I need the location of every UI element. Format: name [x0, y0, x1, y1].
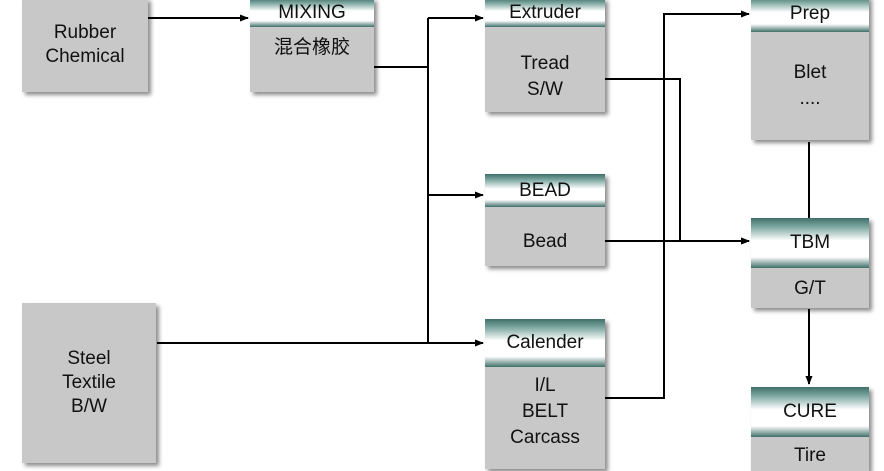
- extruder-header: Extruder: [485, 0, 605, 27]
- steel-textile-box: Steel Textile B/W: [22, 303, 156, 463]
- tbm-box: TBM G/T: [751, 218, 869, 308]
- calender-header: Calender: [485, 319, 605, 367]
- arrow-extruder-to-tbm: [604, 78, 750, 245]
- mixing-body: 混合橡胶: [273, 37, 350, 58]
- rubber-chemical-box: Rubber Chemical: [22, 0, 148, 92]
- bead-body: Bead: [522, 231, 568, 252]
- mixing-header: MIXING: [250, 0, 374, 27]
- bead-header: BEAD: [485, 174, 605, 207]
- calender-box: Calender I/L BELT Carcass: [485, 319, 605, 469]
- prep-header: Prep: [751, 0, 869, 32]
- prep-box: Prep Blet ....: [751, 0, 869, 140]
- cure-header: CURE: [751, 387, 869, 437]
- extruder-body: Tread S/W: [520, 53, 570, 100]
- tbm-header: TBM: [751, 218, 869, 268]
- tbm-body: G/T: [794, 278, 826, 299]
- prep-body: Blet ....: [793, 62, 827, 109]
- calender-body: I/L BELT Carcass: [510, 375, 580, 448]
- cure-box: CURE Tire: [751, 387, 869, 471]
- bead-box: BEAD Bead: [485, 174, 605, 266]
- cure-body: Tire: [793, 445, 827, 466]
- steel-textile-label: Steel Textile B/W: [62, 348, 116, 417]
- arrow-calender-to-prep: [604, 10, 750, 399]
- mixing-box: MIXING 混合橡胶: [250, 0, 374, 92]
- rubber-chemical-label: Rubber Chemical: [45, 22, 125, 67]
- extruder-box: Extruder Tread S/W: [485, 0, 605, 112]
